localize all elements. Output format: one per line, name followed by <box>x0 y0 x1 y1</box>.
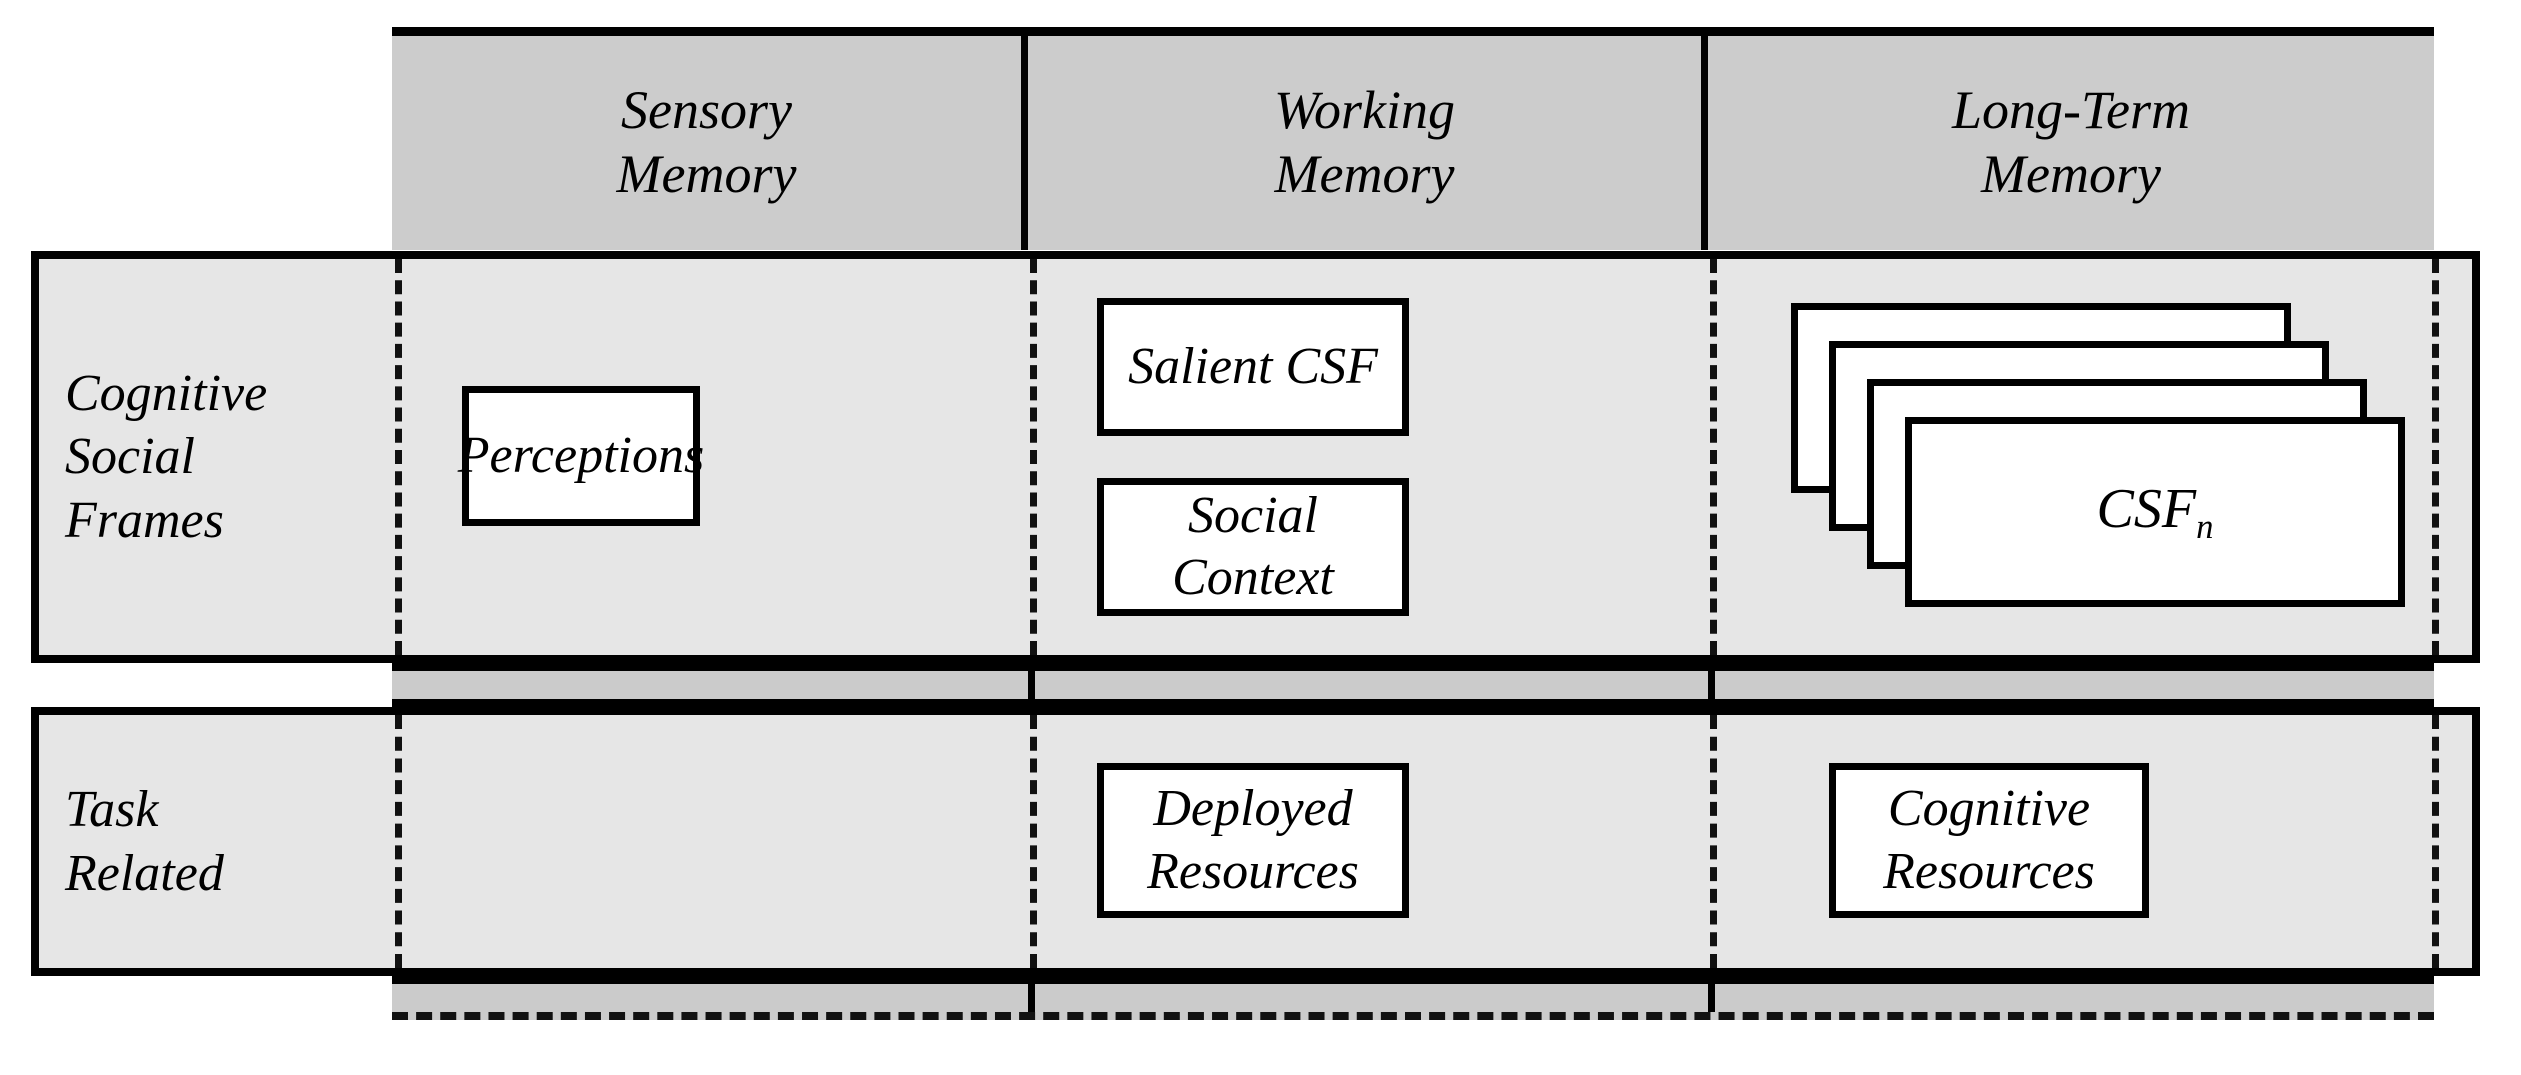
column-header-working-memory-line2: Memory <box>1274 144 1455 204</box>
column-guide-long-term-left <box>1710 259 1717 655</box>
strip-bottom-divider-2 <box>1708 984 1715 1012</box>
stack-csf-n[interactable]: CSFn <box>1791 303 2405 613</box>
box-perceptions-label: Perceptions <box>457 426 705 484</box>
box-csf-n-subscript: n <box>2196 507 2214 547</box>
strip-divider-1 <box>1028 671 1035 699</box>
row-label-task-related: Task Related <box>65 715 395 968</box>
row-label-csf-line2: Social <box>65 428 195 486</box>
box-cognitive-resources-line2: Resources <box>1883 842 2095 900</box>
column-guide-right-edge-r2 <box>2432 715 2439 968</box>
box-social-context-label: Social Context <box>1172 486 1334 606</box>
column-guide-sensory-left-r2 <box>395 715 402 968</box>
strip-bottom-divider-1 <box>1028 984 1035 1012</box>
column-header-band: Sensory Memory Working Memory Long-Term … <box>392 27 2434 250</box>
column-guide-long-term-left-r2 <box>1710 715 1717 968</box>
box-salient-csf-label: Salient CSF <box>1128 337 1378 395</box>
row-label-csf-line3: Frames <box>65 491 224 549</box>
column-guide-working-left-r2 <box>1030 715 1037 968</box>
stack-card-front-csf-n[interactable]: CSFn <box>1905 417 2405 607</box>
row-task-related: Task Related Deployed Resources Cognitiv… <box>31 707 2480 976</box>
strip-divider-2 <box>1708 671 1715 699</box>
row-label-task-line1: Task <box>65 781 159 839</box>
row-cognitive-social-frames: Cognitive Social Frames Perceptions Sali… <box>31 251 2480 663</box>
separator-strip-middle <box>392 663 2434 707</box>
box-social-context[interactable]: Social Context <box>1097 478 1409 616</box>
column-header-long-term-memory-line2: Memory <box>1981 144 2161 204</box>
column-header-sensory-memory-line2: Memory <box>616 144 797 204</box>
column-header-working-memory: Working Memory <box>1028 36 1708 250</box>
column-header-long-term-memory-line1: Long-Term <box>1951 80 2191 141</box>
box-perceptions[interactable]: Perceptions <box>458 386 704 526</box>
column-guide-right-edge <box>2432 259 2439 655</box>
row-label-cognitive-social-frames: Cognitive Social Frames <box>65 259 395 655</box>
separator-strip-bottom <box>392 976 2434 1020</box>
column-guide-sensory-left <box>395 259 402 655</box>
column-header-sensory-memory-line1: Sensory <box>621 80 792 141</box>
column-header-long-term-memory: Long-Term Memory <box>1708 36 2434 250</box>
box-deployed-resources[interactable]: Deployed Resources <box>1097 763 1409 918</box>
column-guide-working-left <box>1030 259 1037 655</box>
column-header-sensory-memory: Sensory Memory <box>392 36 1028 250</box>
row-label-csf-line1: Cognitive <box>65 364 268 422</box>
box-csf-n-label: CSF <box>2096 477 2197 540</box>
column-header-working-memory-line1: Working <box>1273 80 1455 141</box>
box-cognitive-resources[interactable]: Cognitive Resources <box>1829 763 2149 918</box>
box-deployed-resources-line1: Deployed <box>1153 780 1353 838</box>
box-salient-csf[interactable]: Salient CSF <box>1097 298 1409 436</box>
box-cognitive-resources-line1: Cognitive <box>1887 780 2091 838</box>
row-label-task-line2: Related <box>65 844 224 902</box>
box-deployed-resources-line2: Resources <box>1147 842 1359 900</box>
